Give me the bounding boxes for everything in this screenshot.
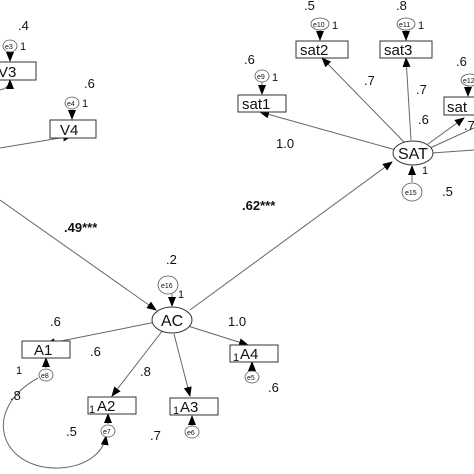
box-sat3 xyxy=(379,40,433,59)
coef-sat3-var: .8 xyxy=(396,0,407,13)
box-a1 xyxy=(21,340,71,359)
coef-sat4-var: .6 xyxy=(456,54,467,69)
path-ac-a4 xyxy=(187,325,249,347)
coef-cov-e8-e7: .8 xyxy=(10,388,21,403)
fixed-one-e6: 1 xyxy=(173,405,179,417)
label-sat3: sat3 xyxy=(384,42,412,59)
coef-sat-sat3: .7 xyxy=(416,82,427,97)
label-a1: A1 xyxy=(34,342,52,359)
error-e8 xyxy=(38,368,54,382)
coef-v3-var: .4 xyxy=(18,18,29,33)
coef-sat-sat4: .6 xyxy=(418,112,429,127)
error-e5 xyxy=(244,370,260,384)
label-e9: e9 xyxy=(257,74,265,81)
error-e15 xyxy=(401,182,423,202)
coef-v-ac-path: .49*** xyxy=(64,220,98,235)
covariance-e8-e7 xyxy=(2,377,109,469)
path-sat-sat1 xyxy=(259,110,397,151)
coef-ac-a1: .6 xyxy=(50,314,61,329)
box-v3 xyxy=(0,61,37,81)
latent-sat xyxy=(392,140,434,166)
label-sat4: sat xyxy=(447,99,468,116)
label-e7: e7 xyxy=(103,429,111,436)
box-a3 xyxy=(169,397,219,416)
label-sat1: sat1 xyxy=(242,96,270,113)
label-e16: e16 xyxy=(161,283,173,290)
error-e16 xyxy=(157,275,179,295)
box-sat1 xyxy=(237,94,287,113)
error-e10 xyxy=(310,17,330,31)
coef-ac-a2: .8 xyxy=(140,364,151,379)
fixed-one-e16: 1 xyxy=(178,289,184,301)
path-sat-sat4 xyxy=(427,117,465,145)
path-ac-a3 xyxy=(173,333,192,397)
error-e7 xyxy=(100,424,116,438)
coef-sat-r2: .5 xyxy=(442,184,453,199)
coef-sat2-var: .5 xyxy=(304,0,315,13)
error-e4 xyxy=(64,96,80,110)
box-v4 xyxy=(49,119,97,139)
label-e6: e6 xyxy=(187,430,195,437)
path-ac-a1 xyxy=(45,321,157,347)
coef-a1-var: .6 xyxy=(90,344,101,359)
coef-sat1-var: .6 xyxy=(244,52,255,67)
error-e9 xyxy=(254,69,270,83)
path-sat-sat3 xyxy=(402,57,412,141)
label-e5: e5 xyxy=(247,375,255,382)
label-e10: e10 xyxy=(313,22,325,29)
coef-a4-var: .6 xyxy=(268,380,279,395)
label-v4: V4 xyxy=(60,122,78,139)
error-e11 xyxy=(396,17,416,31)
coef-e7-side: .5 xyxy=(66,424,77,439)
fixed-one-e8: 1 xyxy=(16,365,22,377)
fixed-one-e11: 1 xyxy=(418,20,424,32)
label-e11: e11 xyxy=(399,22,410,29)
fixed-one-e10: 1 xyxy=(332,20,338,32)
label-e3: e3 xyxy=(5,44,13,51)
label-a2: A2 xyxy=(97,398,115,415)
path-to-v3 xyxy=(0,79,14,91)
label-a3: A3 xyxy=(180,399,198,416)
coef-ac-r2: .2 xyxy=(166,252,177,267)
box-sat2 xyxy=(295,40,349,59)
coef-sat4-partial: .7 xyxy=(464,118,474,133)
coef-ac-a3: .7 xyxy=(150,428,161,443)
box-a4 xyxy=(229,344,279,363)
box-a2 xyxy=(87,396,137,415)
coef-ac-sat-path: .62*** xyxy=(242,198,276,213)
fixed-one-e9: 1 xyxy=(272,72,278,84)
coef-v4-var: .6 xyxy=(84,76,95,91)
path-sat-right xyxy=(431,149,474,154)
label-e8: e8 xyxy=(41,373,49,380)
label-ac: AC xyxy=(161,313,183,330)
path-ac-sat xyxy=(189,161,393,311)
path-v-ac xyxy=(0,199,157,311)
error-e12 xyxy=(460,73,474,87)
path-ac-a2 xyxy=(111,329,164,397)
label-e4: e4 xyxy=(67,101,75,108)
fixed-one-e15: 1 xyxy=(422,165,428,177)
error-e3 xyxy=(2,39,18,53)
fixed-one-e7: 1 xyxy=(89,404,95,416)
error-e6 xyxy=(184,425,200,439)
box-sat4 xyxy=(443,96,474,116)
fixed-one-e3: 1 xyxy=(20,41,26,53)
latent-ac xyxy=(151,306,193,334)
coef-sat-sat2: .7 xyxy=(364,73,375,88)
coef-sat-sat1: 1.0 xyxy=(276,136,294,151)
label-e12: e12 xyxy=(463,78,474,85)
label-sat2: sat2 xyxy=(300,42,328,59)
label-v3: V3 xyxy=(0,64,16,81)
fixed-one-e4: 1 xyxy=(82,98,88,110)
fixed-one-e5: 1 xyxy=(233,352,239,364)
path-sat-sat2 xyxy=(321,57,405,143)
label-e15: e15 xyxy=(405,190,417,197)
label-sat: SAT xyxy=(398,146,428,163)
path-sat-right2 xyxy=(429,127,474,149)
label-a4: A4 xyxy=(240,346,258,363)
coef-ac-a4: 1.0 xyxy=(228,314,246,329)
